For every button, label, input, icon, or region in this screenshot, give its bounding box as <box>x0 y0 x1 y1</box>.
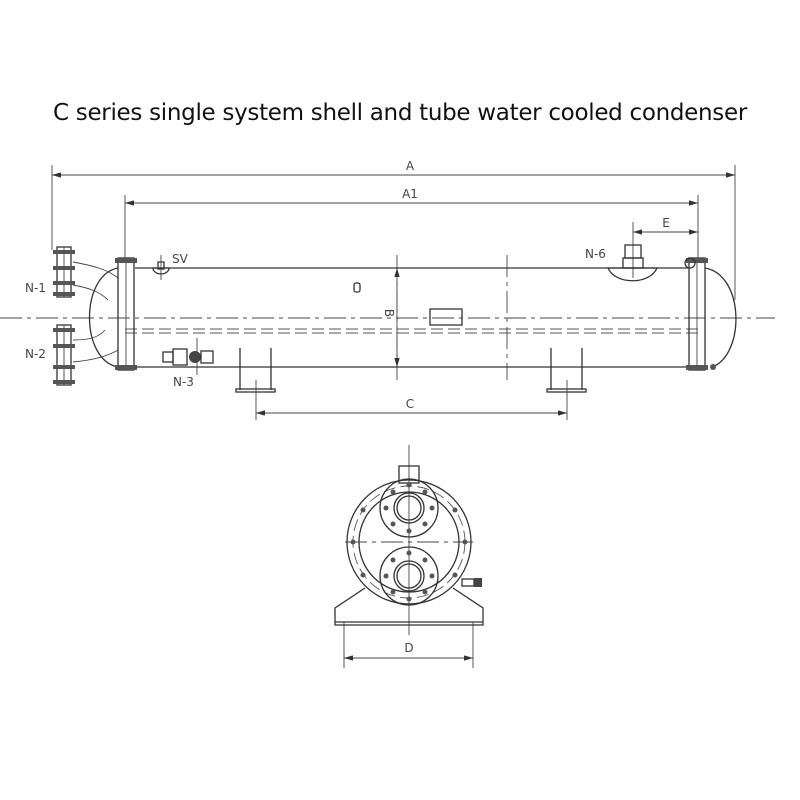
shell-side-view <box>0 255 775 380</box>
label-n3: N-3 <box>173 375 194 389</box>
label-n2: N-2 <box>25 347 46 361</box>
dimension-e: E <box>632 216 698 278</box>
dimension-c: C <box>255 380 568 420</box>
dimension-a: A <box>51 159 736 300</box>
label-n6: N-6 <box>585 247 606 261</box>
label-sv: SV <box>172 252 189 266</box>
diagram-title: C series single system shell and tube wa… <box>53 100 747 126</box>
saddle-left <box>235 348 276 393</box>
label-a: A <box>406 159 415 173</box>
end-view <box>334 445 484 635</box>
label-c: C <box>406 397 414 411</box>
saddle-right <box>546 348 587 393</box>
nozzle-n2: N-2 <box>25 324 75 386</box>
dimension-a1: A1 <box>124 187 699 260</box>
label-a1: A1 <box>402 187 418 201</box>
nozzle-n1: N-1 <box>25 246 75 298</box>
nozzle-n6: N-6 <box>585 244 658 282</box>
label-b: B <box>382 309 396 317</box>
label-e: E <box>662 216 670 230</box>
safety-valve-sv: SV <box>152 252 189 280</box>
dimension-b: B <box>382 268 400 367</box>
nozzle-n3: N-3 <box>162 338 214 389</box>
label-d: D <box>404 641 413 655</box>
label-n1: N-1 <box>25 281 46 295</box>
dimension-d: D <box>343 622 474 668</box>
